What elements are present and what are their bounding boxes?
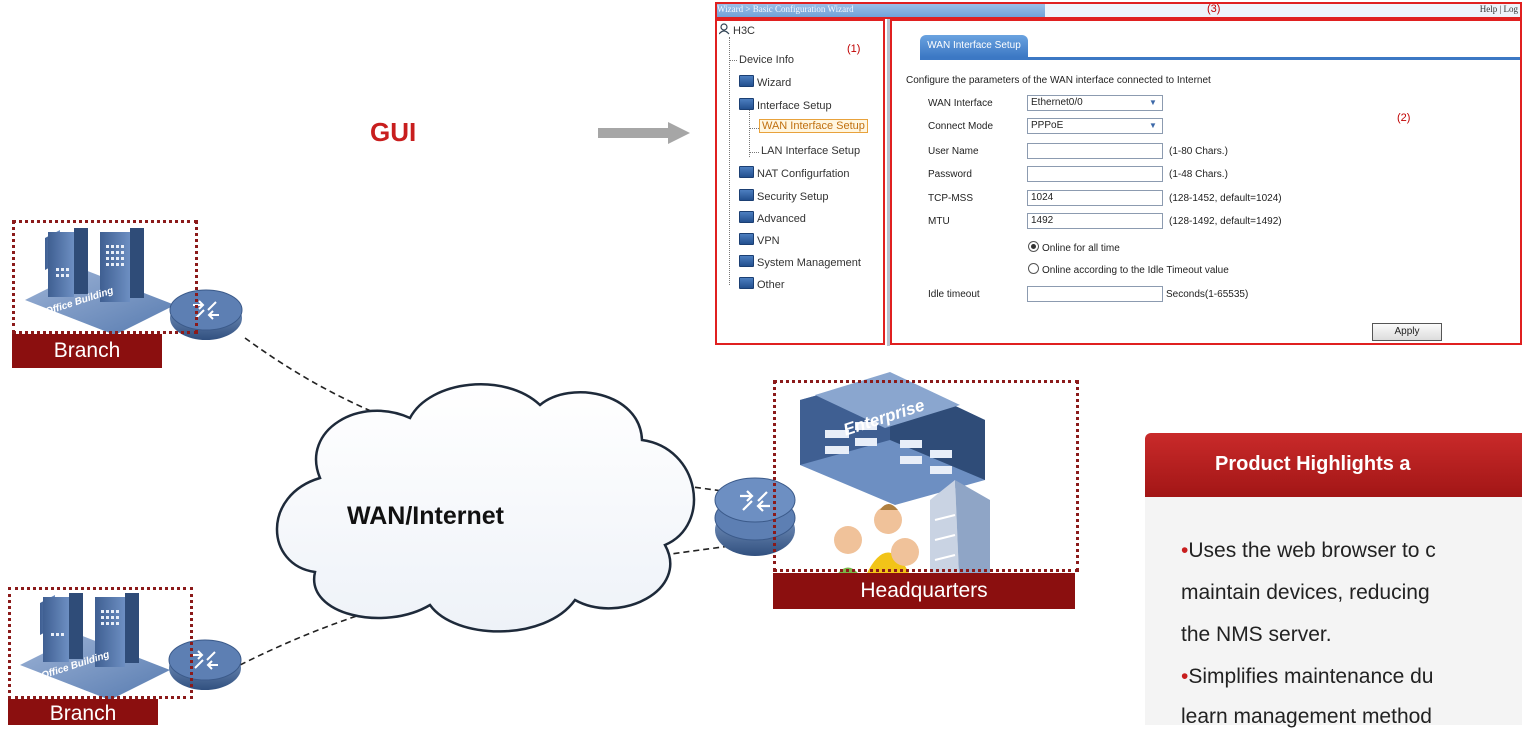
chevron-down-icon[interactable]: ▼ [1149, 121, 1157, 130]
radio-online-idle-timeout[interactable]: Online according to the Idle Timeout val… [1028, 263, 1229, 276]
label-connect-mode: Connect Mode [928, 121, 994, 132]
highlights-header: Product Highlights a [1145, 433, 1522, 497]
label-idle-timeout: Idle timeout [928, 289, 980, 300]
folder-icon [739, 255, 754, 267]
password-input[interactable] [1027, 166, 1163, 182]
chevron-down-icon[interactable]: ▼ [1149, 98, 1157, 107]
web-gui-screenshot: Wizard > Basic Configuration Wizard (3) … [715, 2, 1522, 346]
radio-online-all-time[interactable]: Online for all time [1028, 241, 1120, 254]
folder-icon [739, 277, 754, 289]
tree-item-advanced[interactable]: Advanced [739, 211, 806, 225]
gui-label: GUI [370, 117, 417, 147]
branch-label-1: Branch [12, 334, 162, 368]
bullet-icon: • [1181, 539, 1189, 562]
tree-root[interactable]: H3C [718, 23, 755, 37]
highlight-line: learn management method [1181, 705, 1432, 728]
tree-item-lan-interface-setup[interactable]: LAN Interface Setup [761, 145, 861, 157]
radio-selected-icon [1028, 241, 1039, 252]
wan-internet-label: WAN/Internet [347, 502, 504, 530]
branch-label-2: Branch [8, 699, 158, 725]
highlight-line: •Simplifies maintenance du [1181, 665, 1434, 688]
hint-mtu: (128-1492, default=1492) [1169, 216, 1282, 227]
users-icon [718, 23, 730, 35]
branch-boundary-1 [12, 220, 198, 334]
callout-3: (3) [1207, 3, 1221, 15]
content-pane: WAN Interface Setup Configure the parame… [890, 19, 1522, 345]
nav-tree: H3C (1) Device Info Wizard Interface Set… [715, 19, 885, 345]
branch-site-2 [20, 593, 170, 700]
highlight-box-content [890, 19, 1522, 345]
hint-idle-timeout: Seconds(1-65535) [1166, 289, 1249, 300]
folder-icon [739, 75, 754, 87]
label-password: Password [928, 169, 972, 180]
hint-user-name: (1-80 Chars.) [1169, 146, 1228, 157]
wan-cloud [275, 383, 696, 633]
highlights-body: •Uses the web browser to c maintain devi… [1145, 497, 1522, 728]
hint-tcp-mss: (128-1452, default=1024) [1169, 193, 1282, 204]
router-icon [169, 289, 243, 340]
radio-empty-icon [1028, 263, 1039, 274]
folder-icon [739, 233, 754, 245]
tab-wan-interface-setup[interactable]: WAN Interface Setup [920, 35, 1028, 57]
highlight-line: •Uses the web browser to c [1181, 539, 1436, 562]
highlight-line: the NMS server. [1181, 623, 1332, 646]
callout-2: (2) [1397, 112, 1411, 124]
idle-timeout-input[interactable] [1027, 286, 1163, 302]
folder-icon [739, 211, 754, 223]
label-mtu: MTU [928, 216, 950, 227]
breadcrumb: Wizard > Basic Configuration Wizard [717, 4, 854, 14]
connect-mode-select[interactable]: PPPoE [1027, 118, 1163, 134]
highlights-title: Product Highlights a [1215, 453, 1411, 475]
highlight-box-tree [715, 19, 885, 345]
folder-icon [739, 166, 754, 178]
hint-password: (1-48 Chars.) [1169, 169, 1228, 180]
help-links[interactable]: Help | Log [1479, 4, 1518, 14]
enterprise-building-icon [800, 372, 985, 505]
form-description: Configure the parameters of the WAN inte… [906, 75, 1211, 86]
wan-interface-select[interactable]: Ethernet0/0 [1027, 95, 1163, 111]
highlight-line: maintain devices, reducing [1181, 581, 1430, 604]
branch-boundary-2 [8, 587, 193, 699]
tree-item-device-info[interactable]: Device Info [739, 54, 795, 66]
folder-icon [739, 189, 754, 201]
headquarters-label: Headquarters [773, 573, 1075, 609]
label-user-name: User Name [928, 146, 979, 157]
mtu-input[interactable]: 1492 [1027, 213, 1163, 229]
label-tcp-mss: TCP-MSS [928, 193, 973, 204]
tcp-mss-input[interactable]: 1024 [1027, 190, 1163, 206]
splitter[interactable] [887, 19, 890, 346]
right-arrow-icon [598, 122, 690, 144]
bullet-icon: • [1181, 665, 1189, 688]
tree-item-security-setup[interactable]: Security Setup [739, 189, 829, 203]
tree-item-wizard[interactable]: Wizard [739, 75, 791, 89]
tree-item-nat-configuration[interactable]: NAT Configurfation [739, 166, 850, 180]
tree-item-interface-setup[interactable]: Interface Setup [739, 98, 832, 112]
user-name-input[interactable] [1027, 143, 1163, 159]
label-wan-interface: WAN Interface [928, 98, 993, 109]
headquarters-boundary [773, 380, 1079, 572]
apply-button[interactable]: Apply [1372, 323, 1442, 341]
tree-item-vpn[interactable]: VPN [739, 233, 780, 247]
tree-item-other[interactable]: Other [739, 277, 785, 291]
branch-site-1 [25, 228, 175, 335]
callout-1: (1) [847, 43, 861, 55]
router-icon [168, 639, 242, 690]
title-bar: Wizard > Basic Configuration Wizard (3) … [715, 2, 1522, 19]
folder-icon [739, 98, 754, 110]
tree-item-system-management[interactable]: System Management [739, 255, 861, 269]
highlight-box-topbar [715, 2, 1522, 19]
tree-item-wan-interface-setup[interactable]: WAN Interface Setup [759, 119, 868, 133]
